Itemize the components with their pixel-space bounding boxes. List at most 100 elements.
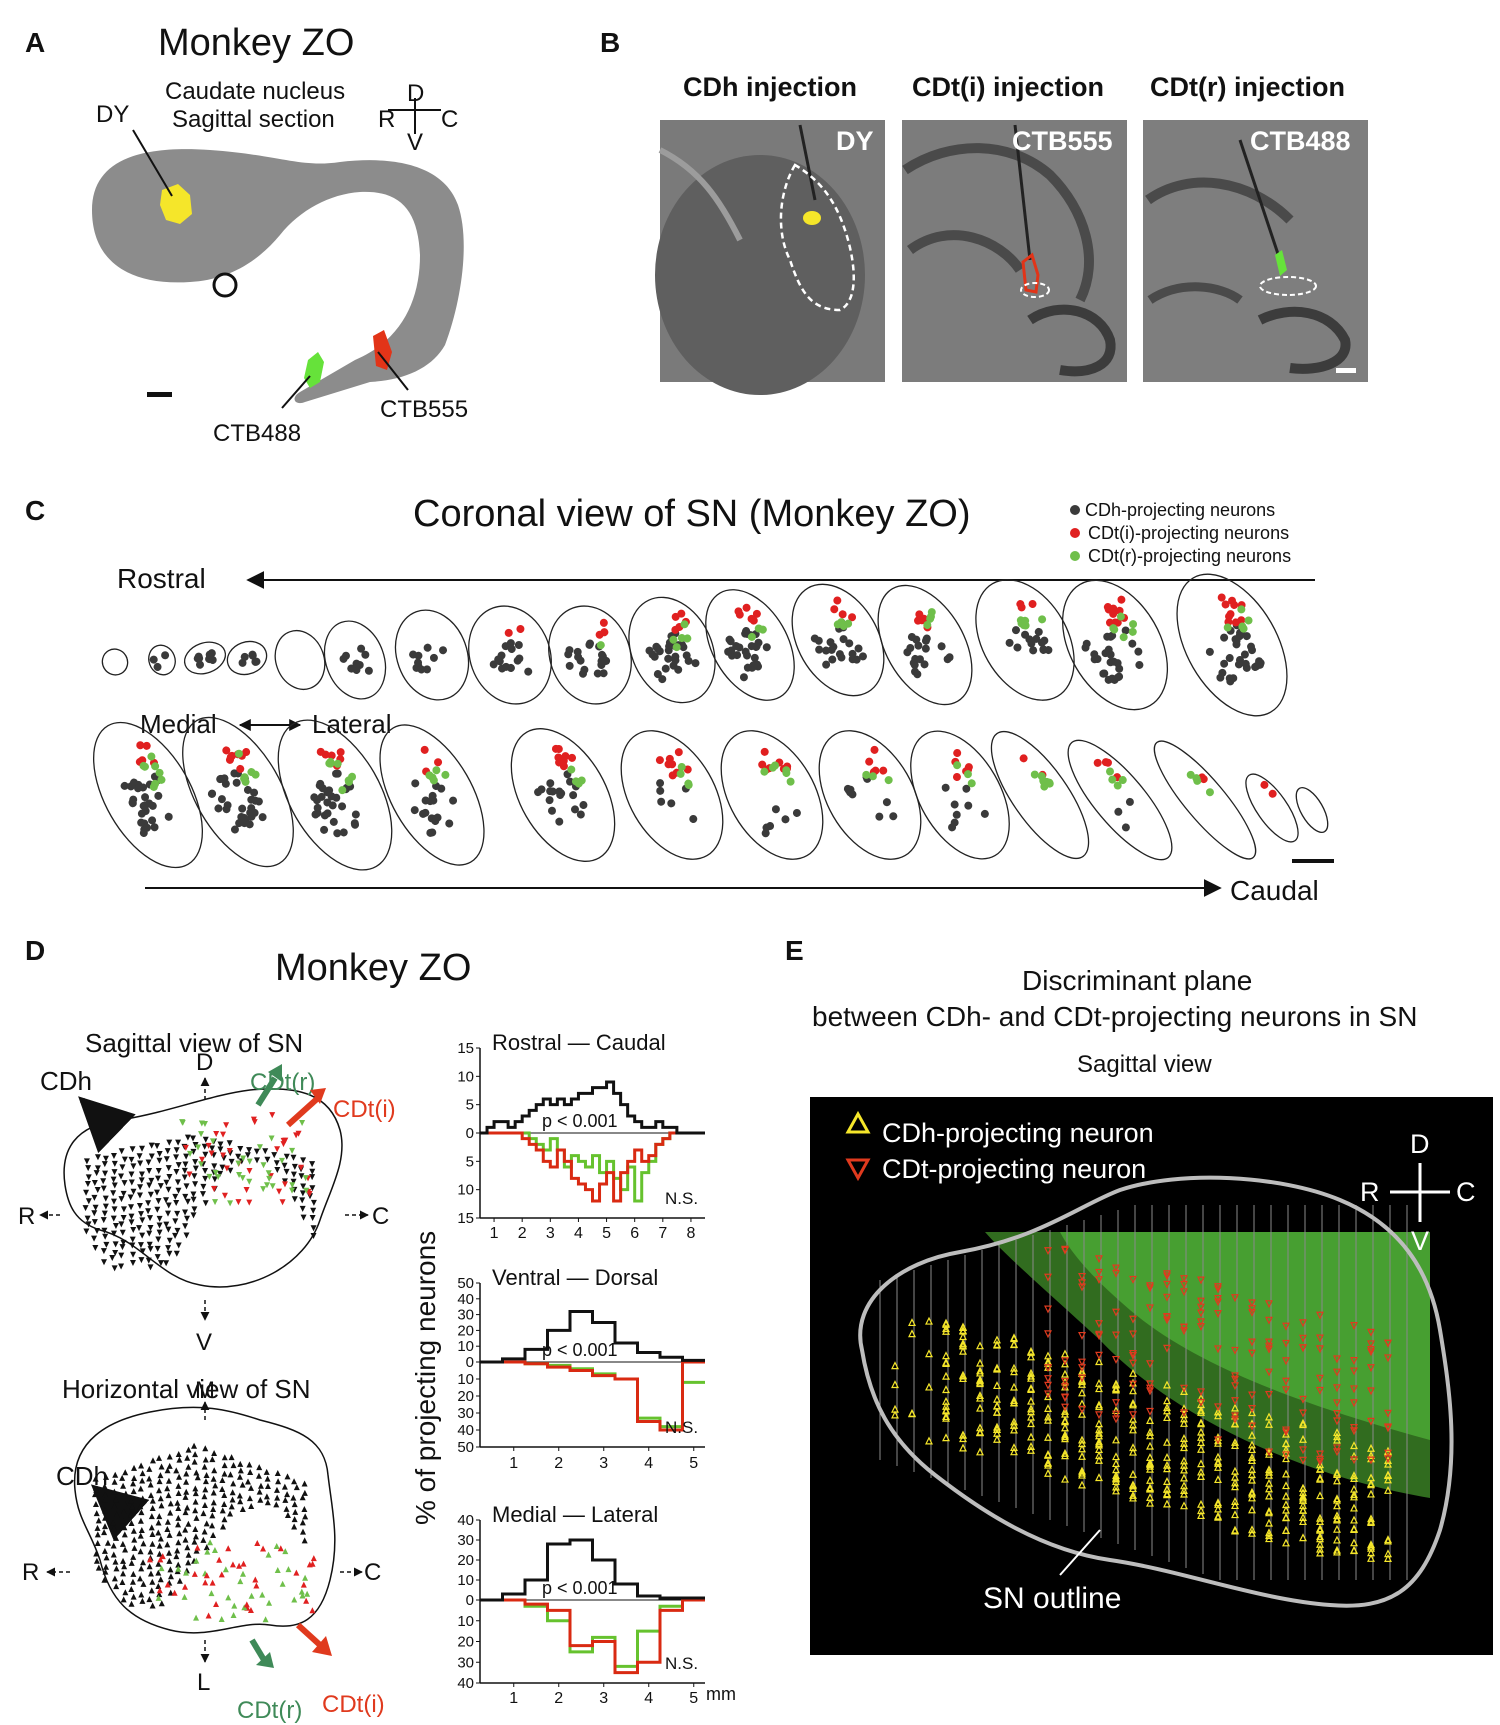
e-neuron-marker: [1061, 1406, 1069, 1415]
neuron-marker: [93, 1557, 100, 1564]
hist-xtick: 4: [644, 1455, 653, 1472]
neuron-marker: [194, 1474, 201, 1481]
neuron-dot: [754, 624, 763, 633]
neuron-marker: [128, 1519, 135, 1526]
neuron-marker: [201, 1121, 208, 1128]
neuron-marker: [183, 1569, 190, 1576]
neuron-marker: [201, 1528, 208, 1535]
neuron-dot: [426, 828, 435, 837]
e-neuron-marker: [1061, 1359, 1069, 1368]
e-neuron-marker: [1197, 1407, 1205, 1416]
neuron-dot: [835, 650, 844, 659]
neuron-marker: [183, 1232, 190, 1239]
e-neuron-marker: [976, 1358, 984, 1367]
e-neuron-marker: [1197, 1459, 1205, 1468]
neuron-marker: [229, 1561, 236, 1568]
hist-annotation: p < 0.001: [542, 1111, 618, 1131]
coronal-section: [1295, 787, 1329, 833]
neuron-dot: [548, 806, 557, 815]
neuron-marker: [213, 1600, 220, 1607]
neuron-dot: [240, 652, 249, 661]
e-neuron-marker: [1231, 1482, 1239, 1491]
e-neuron-marker: [1095, 1357, 1103, 1366]
neuron-dot: [733, 651, 742, 660]
tag-ctb555: CTB555: [1012, 126, 1113, 156]
ctb488-label: CTB488: [213, 420, 301, 447]
coronal-section: [1067, 739, 1173, 861]
neuron-marker: [166, 1462, 173, 1469]
neuron-dot: [1029, 646, 1038, 655]
e-neuron-marker: [1316, 1534, 1324, 1543]
e-neuron-marker: [1299, 1505, 1307, 1514]
neuron-marker: [130, 1163, 137, 1170]
e-legend-cdh: CDh-projecting neuron: [882, 1118, 1154, 1148]
e-neuron-marker: [891, 1361, 899, 1370]
histology-image-cdti: CTB555: [902, 120, 1127, 382]
neuron-marker: [128, 1156, 135, 1163]
neuron-marker: [211, 1163, 218, 1170]
neuron-dot: [248, 651, 257, 660]
e-neuron-marker: [1112, 1385, 1120, 1394]
e-neuron-marker: [1197, 1499, 1205, 1508]
e-neuron-marker: [1282, 1429, 1290, 1438]
neuron-marker: [155, 1175, 162, 1182]
neuron-marker: [130, 1488, 137, 1495]
e-neuron-marker: [1248, 1470, 1256, 1479]
neuron-dot: [414, 658, 423, 667]
neuron-dot: [361, 650, 370, 659]
hist-xtick: 1: [490, 1225, 499, 1242]
neuron-marker: [222, 1566, 229, 1573]
neuron-dot: [1220, 659, 1229, 668]
coronal-section-outline: [720, 730, 824, 860]
neuron-dot: [534, 788, 543, 797]
e-neuron-marker: [1248, 1391, 1256, 1400]
e-neuron-marker: [1265, 1316, 1273, 1325]
coronal-section-outline: [1067, 739, 1173, 861]
neuron-marker: [101, 1483, 108, 1490]
neuron-marker: [155, 1167, 162, 1174]
e-neuron-marker: [1095, 1437, 1103, 1446]
coronal-section-outline: [791, 583, 885, 697]
e-neuron-marker: [908, 1318, 916, 1327]
neuron-marker: [185, 1446, 192, 1453]
neuron-marker: [255, 1472, 262, 1479]
neuron-dot: [313, 803, 322, 812]
neuron-dot: [579, 801, 588, 810]
neuron-marker: [149, 1530, 156, 1537]
e-neuron-marker: [976, 1341, 984, 1350]
e-neuron-marker: [1367, 1541, 1375, 1550]
neuron-marker: [101, 1547, 108, 1554]
neuron-marker: [246, 1199, 253, 1206]
neuron-marker: [156, 1487, 163, 1494]
neuron-marker: [309, 1161, 316, 1168]
coronal-section-outline: [226, 640, 268, 676]
neuron-marker: [92, 1491, 99, 1498]
neuron-marker: [231, 1602, 238, 1609]
neuron-marker: [310, 1207, 317, 1214]
neuron-dot: [1011, 626, 1020, 635]
neuron-marker: [184, 1504, 191, 1511]
neuron-dot: [317, 792, 326, 801]
neuron-dot: [150, 823, 159, 832]
e-neuron-marker: [1384, 1475, 1392, 1484]
neuron-marker: [259, 1591, 266, 1598]
neuron-marker: [102, 1155, 109, 1162]
e-neuron-marker: [993, 1428, 1001, 1437]
coronal-section: [226, 640, 268, 676]
neuron-marker: [221, 1454, 228, 1461]
neuron-dot: [429, 776, 438, 785]
e-neuron-marker: [976, 1447, 984, 1456]
e-neuron-marker: [1282, 1505, 1290, 1514]
neuron-marker: [122, 1501, 129, 1508]
legend-swatch-cdti: [1070, 528, 1080, 538]
hist-xtick: 4: [644, 1690, 653, 1707]
neuron-dot: [921, 636, 930, 645]
sagittal-neuron-markers: [82, 1112, 317, 1272]
neuron-marker: [119, 1579, 126, 1586]
e-neuron-marker: [1333, 1501, 1341, 1510]
neuron-marker: [146, 1230, 153, 1237]
e-neuron-marker: [1180, 1327, 1188, 1336]
e-neuron-marker: [1350, 1471, 1358, 1480]
neuron-dot: [1121, 823, 1130, 832]
e-neuron-marker: [1146, 1498, 1154, 1507]
